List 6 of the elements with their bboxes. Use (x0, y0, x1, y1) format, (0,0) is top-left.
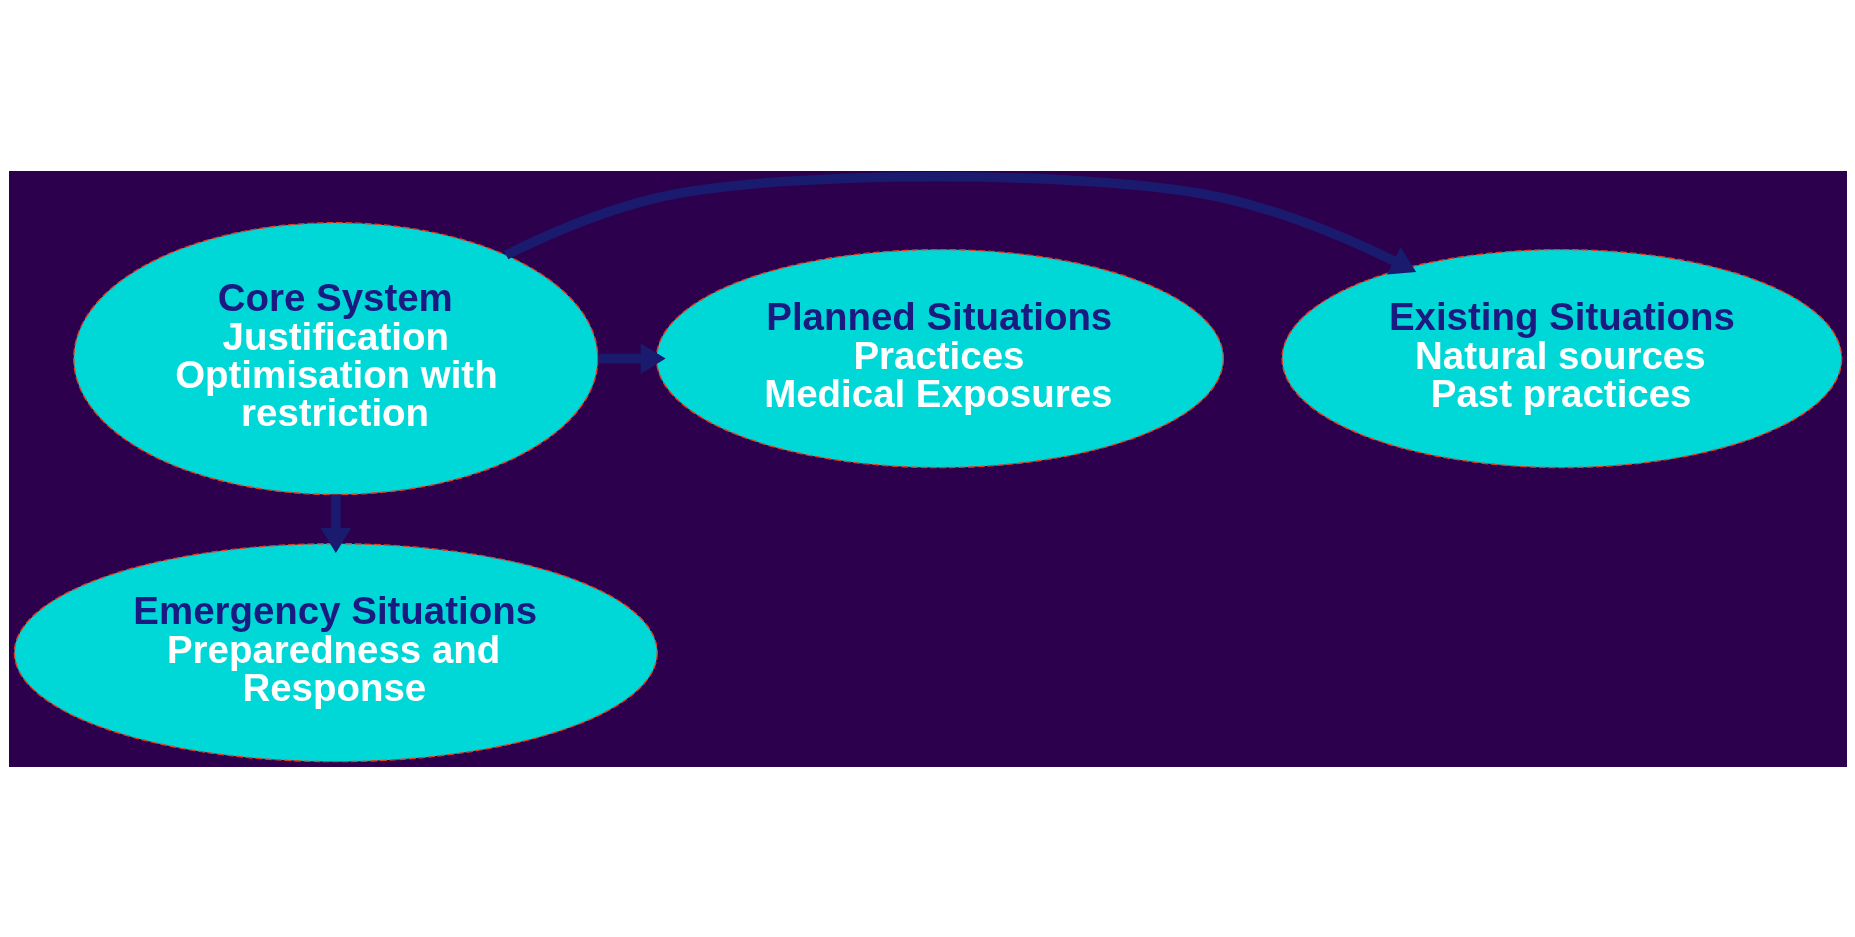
arrow (320, 494, 351, 553)
arrow (597, 342, 666, 374)
node-ellipse: Emergency Situations Preparedness and Response (13, 542, 658, 762)
arrow (503, 171, 1416, 274)
node-ellipse: Planned Situations Practices Medical Exposures (655, 248, 1224, 468)
node-ellipse: Core System Justification Optimisation with restriction (72, 221, 599, 495)
